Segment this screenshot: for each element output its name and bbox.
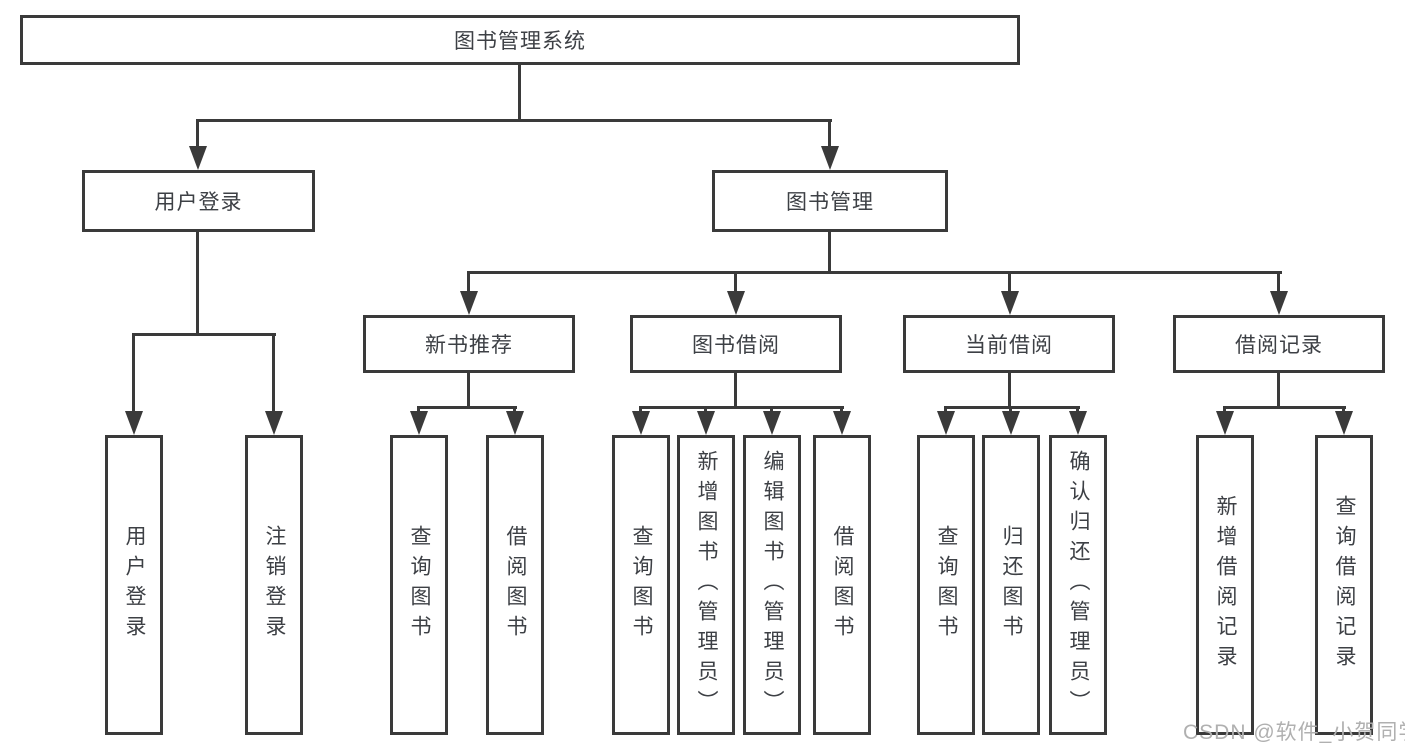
connector-vline bbox=[417, 406, 420, 415]
connector-vline bbox=[467, 373, 470, 409]
connector-hline bbox=[132, 333, 276, 336]
connector-hline bbox=[196, 119, 832, 122]
arrow-down-icon bbox=[460, 291, 478, 315]
connector-vline bbox=[1223, 406, 1226, 415]
connector-vline bbox=[704, 406, 707, 415]
arrow-down-icon bbox=[506, 411, 524, 435]
arrow-down-icon bbox=[697, 411, 715, 435]
leaf-borrow-books: 借阅图书 bbox=[813, 435, 871, 735]
arrow-down-icon bbox=[1216, 411, 1234, 435]
node-new-book-recommend: 新书推荐 bbox=[363, 315, 575, 373]
connector-vline bbox=[132, 333, 135, 413]
arrow-down-icon bbox=[1001, 291, 1019, 315]
connector-vline bbox=[944, 406, 947, 415]
node-current-borrow: 当前借阅 bbox=[903, 315, 1115, 373]
node-user-login: 用户登录 bbox=[82, 170, 315, 232]
connector-vline bbox=[1076, 406, 1079, 415]
leaf-borrow-query-books: 查询图书 bbox=[612, 435, 670, 735]
leaf-edit-book-admin: 编辑图书（管理员） bbox=[743, 435, 801, 735]
connector-vline bbox=[1009, 406, 1012, 415]
connector-vline bbox=[272, 333, 275, 413]
connector-vline bbox=[518, 65, 521, 121]
connector-vline bbox=[196, 232, 199, 336]
leaf-query-borrow-record: 查询借阅记录 bbox=[1315, 435, 1373, 735]
arrow-down-icon bbox=[833, 411, 851, 435]
arrow-down-icon bbox=[125, 411, 143, 435]
arrow-down-icon bbox=[821, 146, 839, 170]
connector-vline bbox=[734, 271, 737, 295]
connector-vline bbox=[828, 232, 831, 274]
leaf-logout: 注销登录 bbox=[245, 435, 303, 735]
leaf-add-book-admin: 新增图书（管理员） bbox=[677, 435, 735, 735]
leaf-user-login: 用户登录 bbox=[105, 435, 163, 735]
connector-vline bbox=[467, 271, 470, 295]
connector-vline bbox=[840, 406, 843, 415]
arrow-down-icon bbox=[763, 411, 781, 435]
connector-hline bbox=[639, 406, 844, 409]
connector-vline bbox=[770, 406, 773, 415]
leaf-recommend-query-books: 查询图书 bbox=[390, 435, 448, 735]
connector-vline bbox=[639, 406, 642, 415]
leaf-recommend-borrow-books: 借阅图书 bbox=[486, 435, 544, 735]
leaf-confirm-return-admin: 确认归还（管理员） bbox=[1049, 435, 1107, 735]
csdn-watermark: CSDN @软件_小贺同学 bbox=[1183, 721, 1405, 744]
arrow-down-icon bbox=[632, 411, 650, 435]
connector-vline bbox=[828, 119, 831, 148]
connector-vline bbox=[1008, 271, 1011, 295]
connector-vline bbox=[196, 119, 199, 148]
arrow-down-icon bbox=[410, 411, 428, 435]
leaf-current-query-books: 查询图书 bbox=[917, 435, 975, 735]
connector-vline bbox=[734, 373, 737, 409]
node-borrow-records: 借阅记录 bbox=[1173, 315, 1385, 373]
arrow-down-icon bbox=[727, 291, 745, 315]
arrow-down-icon bbox=[1069, 411, 1087, 435]
arrow-down-icon bbox=[937, 411, 955, 435]
leaf-return-book: 归还图书 bbox=[982, 435, 1040, 735]
connector-vline bbox=[513, 406, 516, 415]
connector-hline bbox=[944, 406, 1080, 409]
arrow-down-icon bbox=[1002, 411, 1020, 435]
node-book-management: 图书管理 bbox=[712, 170, 948, 232]
connector-vline bbox=[1277, 373, 1280, 409]
node-book-borrow: 图书借阅 bbox=[630, 315, 842, 373]
leaf-add-borrow-record: 新增借阅记录 bbox=[1196, 435, 1254, 735]
arrow-down-icon bbox=[189, 146, 207, 170]
connector-vline bbox=[1342, 406, 1345, 415]
arrow-down-icon bbox=[1270, 291, 1288, 315]
arrow-down-icon bbox=[265, 411, 283, 435]
connector-vline bbox=[1008, 373, 1011, 409]
connector-vline bbox=[1277, 271, 1280, 295]
node-library-management-system: 图书管理系统 bbox=[20, 15, 1020, 65]
connector-hline bbox=[1223, 406, 1346, 409]
connector-hline bbox=[417, 406, 517, 409]
connector-hline bbox=[468, 271, 1282, 274]
arrow-down-icon bbox=[1335, 411, 1353, 435]
